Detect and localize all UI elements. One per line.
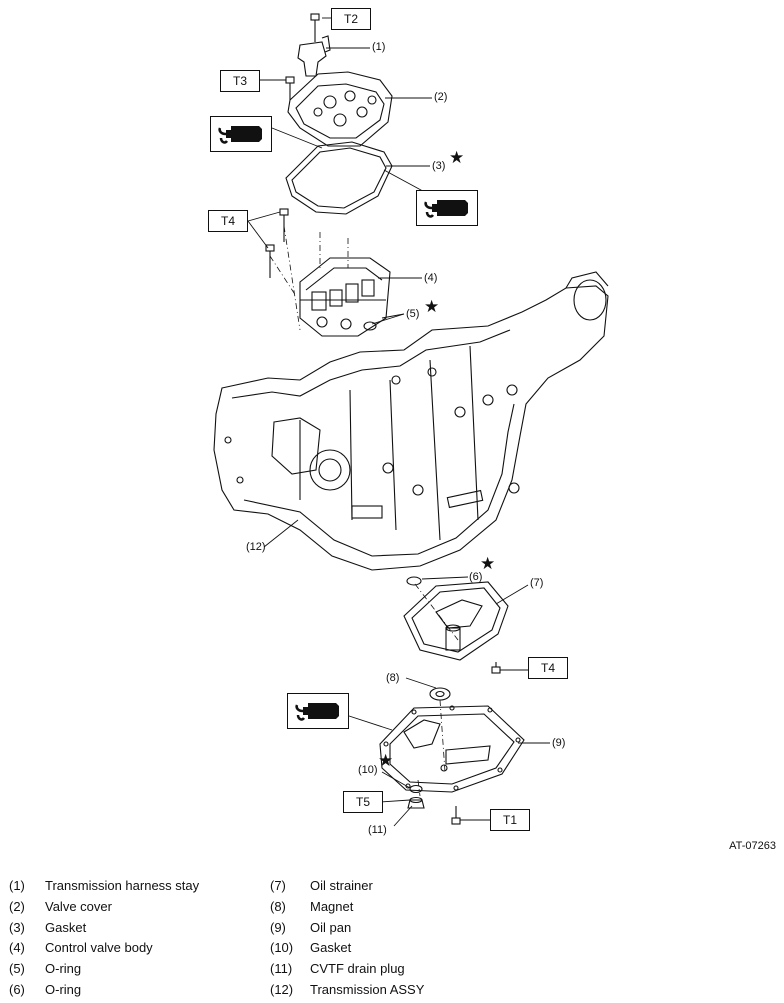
magnet-part [429,687,451,701]
upper-gasket-part [285,141,393,215]
legend-num: (6) [9,981,25,997]
star-5: ★ [424,297,440,316]
callout-5: (5) [406,308,420,320]
valve-cover-part [285,71,393,147]
legend-num: (8) [270,898,286,914]
harness-stay-part [297,13,331,77]
legend-item: (8) Magnet [270,897,424,918]
legend-item: (9) Oil pan [270,918,424,939]
legend-label: Magnet [310,898,354,914]
legend-item: (5) O-ring [9,959,199,980]
leader-lines [247,17,550,827]
legend-item: (3) Gasket [9,918,199,939]
sealant-icon [295,703,339,721]
legend-item: (4) Control valve body [9,938,199,959]
legend-item: (12) Transmission ASSY [270,980,424,1001]
callout-4: (4) [424,272,438,284]
legend-left: (1) Transmission harness stay (2) Valve co… [9,876,199,1001]
legend-num: (3) [9,919,25,935]
legend-num: (7) [270,878,286,893]
drain-plug-part [407,784,425,809]
legend-num: (4) [9,940,25,956]
callout-7: (7) [530,577,544,589]
torque-label-t1: T1 [490,809,530,831]
o-ring-5-part [363,321,377,331]
legend-num: (5) [9,961,25,977]
legend-label: Oil pan [310,919,352,935]
legend-label: Valve cover [45,898,112,914]
callout-3: (3) [432,160,446,172]
legend-label: Gasket [45,919,87,935]
oil-strainer-part [403,581,509,674]
legend-num: (12) [270,981,294,997]
legend-label: O-ring [45,961,82,977]
torque-label-t4-upper: T4 [208,210,248,232]
sealant-icon [416,190,478,226]
legend-num: (11) [270,961,293,977]
legend-item: (6) O-ring [9,980,199,1001]
callout-10: (10) [358,764,378,776]
callout-9: (9) [552,737,566,749]
legend-item: (11) CVTF drain plug [270,959,424,980]
legend-label: Control valve body [45,940,153,956]
star-3: ★ [449,148,465,167]
callout-12: (12) [246,541,266,553]
star-6: ★ [480,554,496,573]
legend-item: (1) Transmission harness stay [9,876,199,897]
callout-8: (8) [386,672,400,684]
legend-label: Gasket [310,940,352,956]
callout-1: (1) [372,41,386,53]
legend-num: (9) [270,919,286,935]
legend-label: CVTF drain plug [310,961,405,977]
o-ring-6-part [406,576,422,586]
legend-num: (2) [9,898,25,914]
legend-item: (7) Oil strainer [270,876,424,897]
transmission-assy-part [213,271,609,571]
sealant-icon [287,693,349,729]
legend-label: Oil strainer [310,878,373,893]
sealant-icon [218,126,262,144]
control-valve-bolts [265,208,289,278]
star-10: ★ [378,751,394,770]
legend-item: (10) Gasket [270,938,424,959]
legend-label: O-ring [45,981,82,997]
callout-6: (6) [469,571,483,583]
oil-pan-part [379,705,525,825]
legend-num: (1) [9,878,25,893]
legend-right: (7) Oil strainer (8) Magnet (9) Oil pan (10… [270,876,424,1001]
callout-2: (2) [434,91,448,103]
legend-item: (2) Valve cover [9,897,199,918]
callout-11: (11) [368,824,387,836]
legend-num: (10) [270,940,294,956]
exploded-view-drawing [213,13,609,827]
legend-label: Transmission ASSY [310,981,425,997]
figure-id: AT-07263 [729,840,776,852]
torque-label-t4-lower: T4 [528,657,568,679]
sealant-icon [210,116,272,152]
torque-label-t3: T3 [220,70,260,92]
control-valve-body-part [299,257,391,337]
torque-label-t5: T5 [343,791,383,813]
legend-label: Transmission harness stay [45,878,200,893]
sealant-icon [424,200,468,218]
torque-label-t2: T2 [331,8,371,30]
